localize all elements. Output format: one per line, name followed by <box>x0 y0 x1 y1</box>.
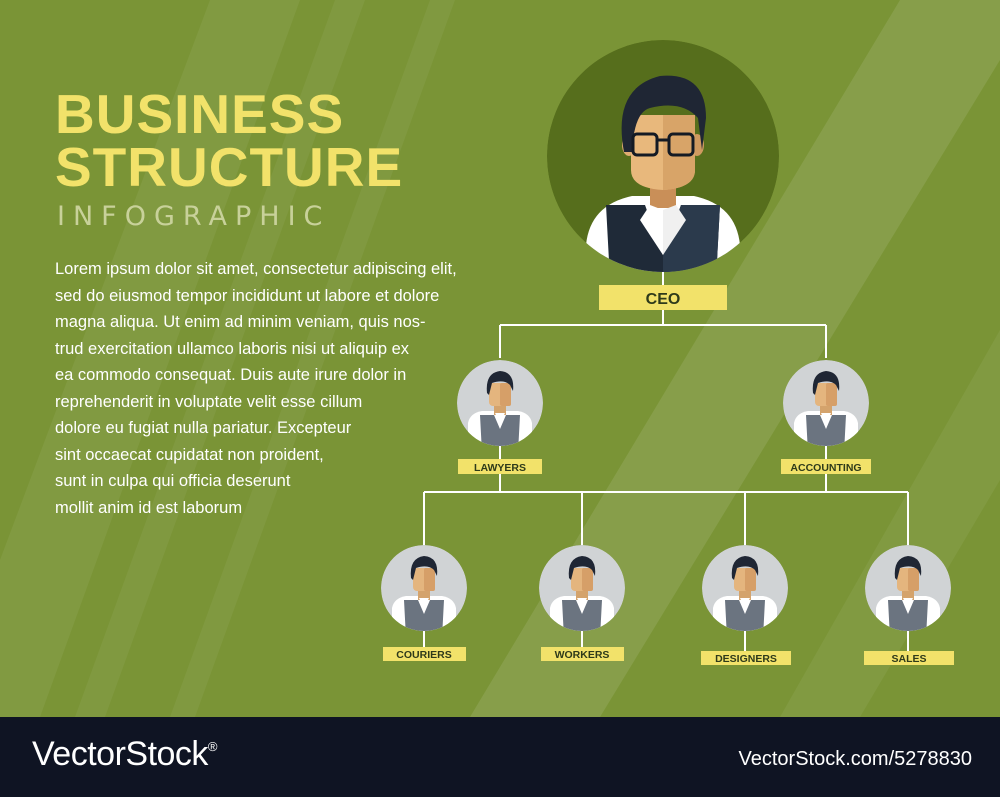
brand-name: VectorStock <box>32 735 208 773</box>
sales-label: SALES <box>891 653 926 665</box>
department-node-lawyers: LAWYERS <box>457 360 543 474</box>
ceo-node: CEO <box>547 40 779 310</box>
body-paragraph: Lorem ipsum dolor sit amet, consectetur … <box>55 256 485 521</box>
staff-node-designers: DESIGNERS <box>701 545 791 665</box>
workers-avatar <box>539 545 625 638</box>
staff-node-workers: WORKERS <box>539 545 625 661</box>
couriers-label: COURIERS <box>396 649 451 661</box>
body-line: mollit anim id est laborum <box>55 498 243 517</box>
ceo-avatar <box>547 40 779 272</box>
lawyers-label: LAWYERS <box>474 462 526 474</box>
subtitle: INFOGRAPHIC <box>57 201 331 232</box>
footer-bar: VectorStock® VectorStock.com/5278830 <box>0 717 1000 797</box>
ceo-label-box <box>599 285 727 310</box>
org-chart: CEO LAWYERS ACCOUNTING COURIERS WORKERS … <box>0 40 954 665</box>
staff-node-sales: SALES <box>864 545 954 665</box>
body-line: sunt in culpa qui officia deserunt <box>55 472 291 490</box>
staff-node-couriers: COURIERS <box>381 545 467 661</box>
body-line: sint occaecat cupidatat non proident, <box>55 445 324 464</box>
designers-avatar <box>702 545 788 638</box>
workers-label: WORKERS <box>555 649 610 661</box>
stock-image-id[interactable]: VectorStock.com/5278830 <box>738 748 972 770</box>
body-line: sed do eiusmod tempor incididunt ut labo… <box>55 286 440 305</box>
brand-logo[interactable]: VectorStock® <box>32 735 218 774</box>
title-line-1: BUSINESS <box>55 83 345 145</box>
couriers-avatar <box>381 545 467 638</box>
body-line: trud exercitation ullamco laboris nisi u… <box>55 339 410 358</box>
designers-label-box <box>701 651 791 665</box>
lawyers-label-box <box>458 459 542 474</box>
sales-label-box <box>864 651 954 665</box>
accounting-label: ACCOUNTING <box>790 462 861 474</box>
designers-label: DESIGNERS <box>715 653 777 665</box>
department-node-accounting: ACCOUNTING <box>781 360 871 474</box>
body-line: dolore eu fugiat nulla pariatur. Excepte… <box>55 419 352 437</box>
title-line-2: STRUCTURE <box>55 136 404 198</box>
sales-avatar <box>865 545 951 638</box>
body-line: ea commodo consequat. Duis aute irure do… <box>55 366 407 384</box>
accounting-avatar <box>783 360 869 453</box>
couriers-label-box <box>383 647 466 661</box>
workers-label-box <box>541 647 624 661</box>
lawyers-avatar <box>457 360 543 453</box>
connector-lines <box>423 272 909 651</box>
trademark-symbol: ® <box>207 739 218 754</box>
body-line: Lorem ipsum dolor sit amet, consectetur … <box>55 260 457 278</box>
body-line: magna aliqua. Ut enim ad minim veniam, q… <box>55 313 426 331</box>
ceo-label: CEO <box>646 291 681 308</box>
accounting-label-box <box>781 459 871 474</box>
body-line: reprehenderit in voluptate velit esse ci… <box>55 392 363 411</box>
